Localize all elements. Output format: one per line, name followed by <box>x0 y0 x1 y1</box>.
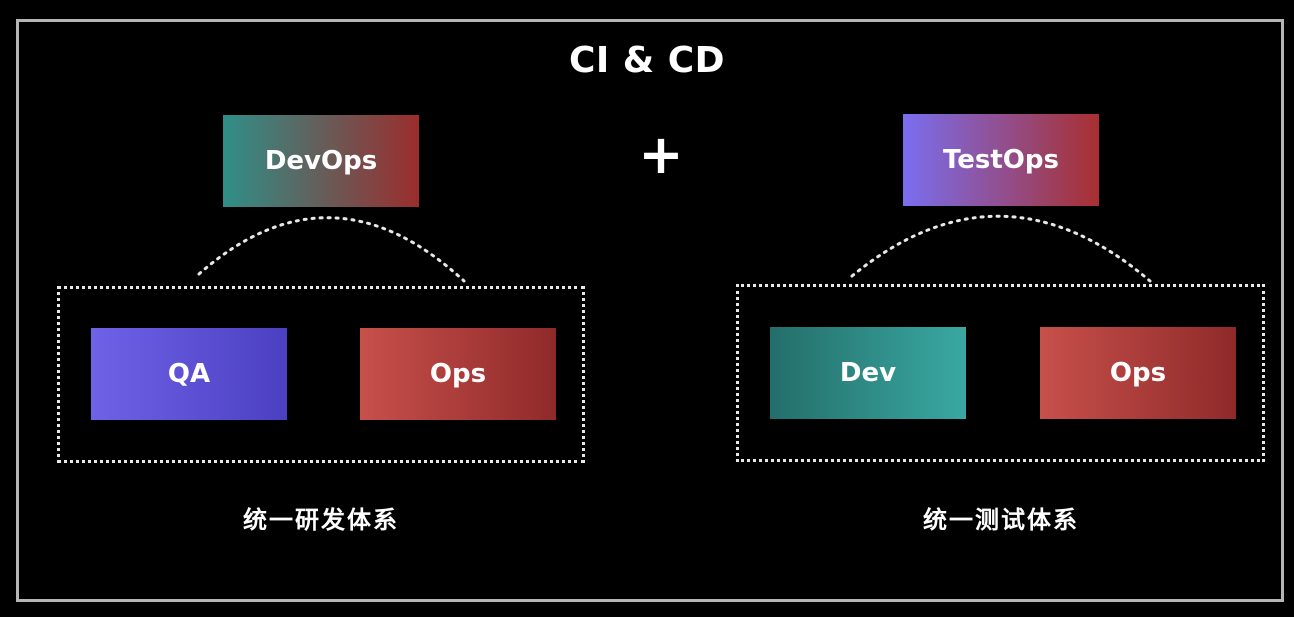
dev-system-group <box>57 286 585 463</box>
ops-box-right: Ops <box>1040 327 1236 419</box>
test-system-caption: 统一测试体系 <box>923 506 1079 534</box>
dev-system-caption: 统一研发体系 <box>243 506 399 534</box>
testops-box: TestOps <box>903 114 1099 206</box>
dev-box: Dev <box>770 327 966 419</box>
devops-box: DevOps <box>223 115 419 207</box>
qa-box: QA <box>91 328 287 420</box>
plus-sign: + <box>638 123 684 186</box>
ops-box-left: Ops <box>360 328 556 420</box>
diagram-title: CI & CD <box>568 40 726 81</box>
test-system-group <box>736 284 1265 462</box>
